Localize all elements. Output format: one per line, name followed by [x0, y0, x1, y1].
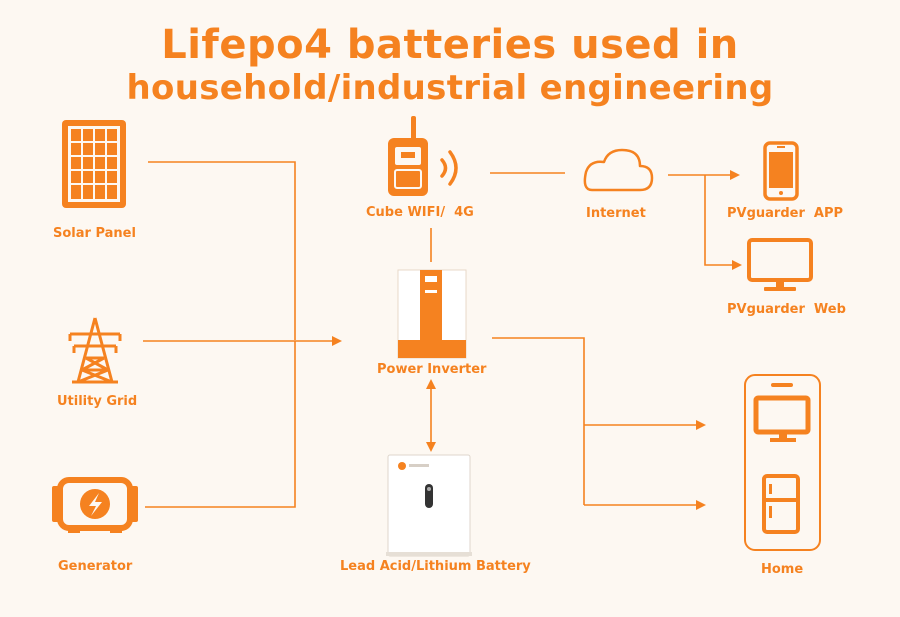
home-icon: [744, 374, 821, 551]
solar-panel-label: Solar Panel: [53, 226, 136, 241]
internet-cloud-icon: [583, 148, 654, 192]
solar-to-inverter-line: [148, 161, 296, 340]
power-inverter-icon: [397, 269, 467, 359]
internet-label: Internet: [586, 206, 646, 221]
home-tv-icon: [753, 395, 811, 442]
cube-wifi-4g-icon: [388, 116, 458, 196]
solar-panel-icon: [62, 120, 126, 208]
home-fridge-icon: [762, 474, 800, 534]
generator-icon: [52, 477, 138, 533]
inverter-to-home-line: [492, 337, 585, 505]
connector-lines: [143, 161, 742, 510]
home-label: Home: [761, 562, 804, 577]
monitor-icon: [747, 238, 813, 291]
diagram-title-line1: Lifepo4 batteries used in: [161, 22, 739, 68]
diagram-title-line2: household/industrial engineering: [126, 68, 774, 108]
internet-to-web-line: [704, 175, 742, 270]
phone-icon: [763, 141, 799, 201]
battery-icon: [386, 454, 472, 557]
pvguarder-app-label: PVguarder APP: [727, 206, 844, 221]
power-inverter-label: Power Inverter: [377, 362, 487, 377]
cube-wifi-4g-label: Cube WIFI/ 4G: [366, 205, 474, 220]
generator-to-inverter-line: [145, 341, 296, 508]
generator-label: Generator: [58, 559, 133, 574]
pvguarder-web-label: PVguarder Web: [727, 302, 846, 317]
utility-grid-label: Utility Grid: [57, 394, 138, 409]
battery-label: Lead Acid/Lithium Battery: [340, 559, 531, 574]
utility-grid-icon: [68, 317, 122, 384]
